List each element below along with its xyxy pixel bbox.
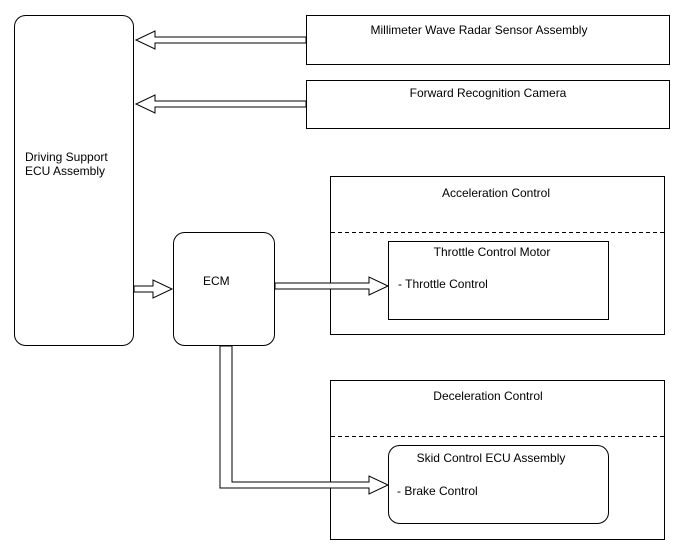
arrow-camera-to-driving-support	[134, 94, 307, 114]
arrow-radar-to-driving-support	[134, 30, 307, 50]
radar-sensor-box	[306, 15, 670, 65]
driving-support-ecu-box	[14, 15, 134, 346]
driving-support-ecu-label-line2: ECU Assembly	[25, 164, 105, 178]
ecm-label: ECM	[203, 274, 230, 288]
skid-control-ecu-node[interactable]: Skid Control ECU Assembly - Brake Contro…	[388, 445, 609, 524]
driving-support-ecu-node[interactable]: Driving Support ECU Assembly	[14, 15, 134, 346]
throttle-motor-node[interactable]: Throttle Control Motor - Throttle Contro…	[388, 241, 609, 320]
forward-camera-box	[306, 80, 670, 129]
forward-camera-node[interactable]: Forward Recognition Camera	[306, 80, 670, 129]
throttle-motor-box	[388, 241, 609, 320]
ecm-box	[173, 232, 275, 346]
arrow-driving-support-to-ecm	[133, 279, 174, 299]
radar-sensor-node[interactable]: Millimeter Wave Radar Sensor Assembly	[306, 15, 670, 65]
skid-control-ecu-label: Skid Control ECU Assembly	[417, 451, 566, 465]
forward-camera-label: Forward Recognition Camera	[410, 86, 567, 100]
arrow-ecm-to-throttle-motor	[274, 276, 390, 296]
throttle-motor-label: Throttle Control Motor	[434, 245, 551, 259]
acceleration-control-label: Acceleration Control	[442, 186, 550, 200]
driving-support-ecu-label-line1: Driving Support	[25, 150, 108, 164]
brake-control-item: - Brake Control	[397, 484, 478, 498]
deceleration-control-label: Deceleration Control	[433, 389, 542, 403]
skid-control-ecu-box	[388, 445, 609, 524]
throttle-control-item: - Throttle Control	[398, 277, 488, 291]
arrow-ecm-to-skid-control	[219, 345, 390, 495]
ecm-node[interactable]: ECM	[173, 232, 275, 346]
radar-sensor-label: Millimeter Wave Radar Sensor Assembly	[371, 23, 588, 37]
